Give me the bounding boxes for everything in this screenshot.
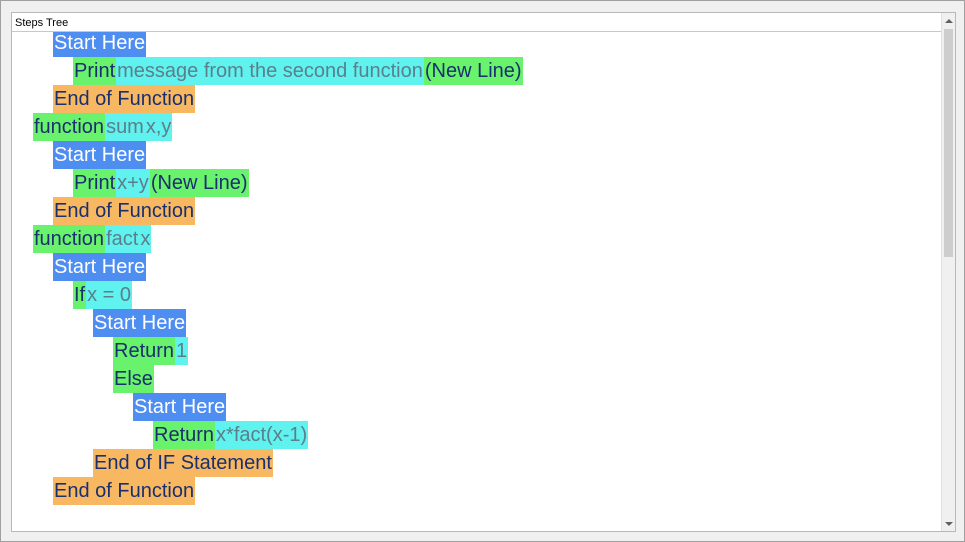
step-keyword: Print xyxy=(73,57,117,85)
tree-node-label[interactable]: End of IF Statement xyxy=(93,449,273,477)
tree-node-label[interactable]: End of Function xyxy=(53,477,196,505)
step-keyword: Start Here xyxy=(93,309,187,337)
scrollbar-thumb[interactable] xyxy=(944,29,953,257)
step-argument: (New Line) xyxy=(423,57,523,85)
tree-row[interactable]: End of Function xyxy=(12,477,941,505)
tree-node-label[interactable]: Else xyxy=(113,365,154,393)
tree-row[interactable]: End of Function xyxy=(12,197,941,225)
step-argument: x+y xyxy=(116,169,150,197)
step-argument: x xyxy=(139,225,152,253)
step-keyword: End of Function xyxy=(53,197,196,225)
step-keyword: function xyxy=(33,113,106,141)
step-argument: 1 xyxy=(175,337,189,365)
tree-row[interactable]: Start Here xyxy=(12,141,941,169)
step-argument: x,y xyxy=(144,113,173,141)
arrow-up-icon[interactable] xyxy=(942,13,955,28)
tree-node-label[interactable]: Start Here xyxy=(53,32,147,57)
tree-row[interactable]: End of IF Statement xyxy=(12,449,941,477)
step-keyword: Start Here xyxy=(53,253,147,281)
tree-node-label[interactable]: End of Function xyxy=(53,197,196,225)
step-argument: sum xyxy=(105,113,145,141)
step-keyword: End of Function xyxy=(53,85,196,113)
step-argument: fact xyxy=(105,225,140,253)
tree-node-label[interactable]: Start Here xyxy=(93,309,187,337)
tree-node-label[interactable]: Start Here xyxy=(53,141,147,169)
step-keyword: Return xyxy=(113,337,176,365)
tree-row[interactable]: Else xyxy=(12,365,941,393)
step-argument: x = 0 xyxy=(86,281,133,309)
step-keyword: If xyxy=(73,281,87,309)
step-keyword: Start Here xyxy=(53,32,147,57)
tree-row[interactable]: End of Function xyxy=(12,85,941,113)
panel-title: Steps Tree xyxy=(15,17,69,29)
step-keyword: Start Here xyxy=(53,141,147,169)
vertical-scrollbar[interactable] xyxy=(941,13,955,531)
step-keyword: function xyxy=(33,225,106,253)
tree-row[interactable]: Start Here xyxy=(12,393,941,421)
step-keyword: End of Function xyxy=(53,477,196,505)
step-argument: (New Line) xyxy=(149,169,249,197)
tree-row[interactable]: Start Here xyxy=(12,309,941,337)
step-keyword: Start Here xyxy=(133,393,227,421)
tree-row[interactable]: Start Here xyxy=(12,253,941,281)
tree-node-label[interactable]: Start Here xyxy=(53,253,147,281)
step-keyword: Print xyxy=(73,169,117,197)
step-argument: x*fact(x-1) xyxy=(215,421,309,449)
arrow-down-icon[interactable] xyxy=(942,516,955,531)
step-keyword: End of IF Statement xyxy=(93,449,273,477)
step-keyword: Return xyxy=(153,421,216,449)
step-keyword: Else xyxy=(113,365,154,393)
panel-title-divider xyxy=(12,31,941,32)
step-argument: message from the second function xyxy=(116,57,424,85)
tree-node-label[interactable]: End of Function xyxy=(53,85,196,113)
tree-node-label[interactable]: Start Here xyxy=(133,393,227,421)
tree-row[interactable]: Start Here xyxy=(12,32,941,57)
